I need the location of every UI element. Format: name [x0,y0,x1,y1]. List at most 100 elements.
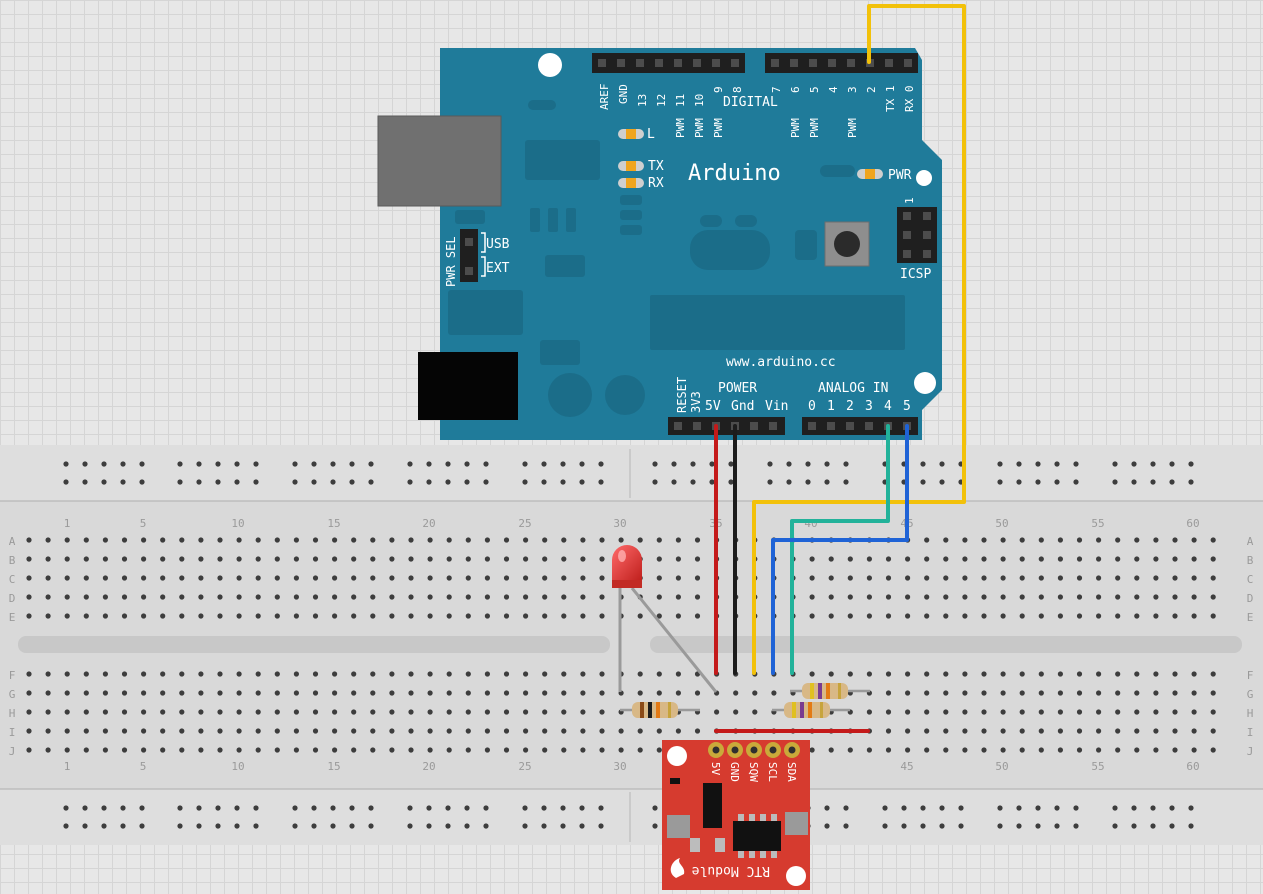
breadboard-hole[interactable] [1191,537,1197,543]
breadboard-hole[interactable] [1172,594,1178,600]
breadboard-hole[interactable] [141,747,147,753]
breadboard-hole[interactable] [293,728,299,734]
breadboard-hole[interactable] [45,747,51,753]
breadboard-hole[interactable] [1115,747,1121,753]
breadboard-hole[interactable] [102,537,108,543]
breadboard-hole[interactable] [561,537,567,543]
breadboard-hole[interactable] [885,728,892,734]
breadboard-hole[interactable] [920,479,926,485]
breadboard-hole[interactable] [426,461,432,467]
breadboard-hole[interactable] [981,594,987,600]
breadboard-hole[interactable] [408,575,414,581]
breadboard-hole[interactable] [26,690,32,696]
breadboard-hole[interactable] [1096,671,1102,677]
breadboard-hole[interactable] [121,575,128,581]
breadboard-hole[interactable] [1000,575,1006,581]
breadboard-hole[interactable] [464,479,470,485]
breadboard-hole[interactable] [656,747,662,753]
breadboard-hole[interactable] [866,594,873,600]
breadboard-hole[interactable] [1019,728,1025,734]
breadboard-hole[interactable] [26,728,32,734]
breadboard-hole[interactable] [1038,671,1044,677]
breadboard-hole[interactable] [1172,709,1178,715]
breadboard-hole[interactable] [370,556,376,562]
breadboard-hole[interactable] [1076,575,1083,581]
breadboard-hole[interactable] [407,823,413,829]
breadboard-hole[interactable] [1115,671,1121,677]
breadboard-hole[interactable] [1054,461,1060,467]
breadboard-hole[interactable] [446,690,452,696]
breadboard-hole[interactable] [656,537,662,543]
breadboard-hole[interactable] [370,594,376,600]
breadboard-hole[interactable] [675,594,682,600]
breadboard-hole[interactable] [522,461,528,467]
breadboard-hole[interactable] [102,556,108,562]
header-pin[interactable] [828,59,836,67]
breadboard-hole[interactable] [330,461,336,467]
breadboard-hole[interactable] [83,594,89,600]
breadboard-hole[interactable] [847,671,853,677]
breadboard-hole[interactable] [1019,537,1025,543]
breadboard-hole[interactable] [255,613,261,619]
breadboard-hole[interactable] [64,537,70,543]
breadboard-hole[interactable] [121,613,128,619]
breadboard-hole[interactable] [408,556,414,562]
breadboard-hole[interactable] [981,747,987,753]
breadboard-hole[interactable] [160,671,166,677]
breadboard-hole[interactable] [274,537,280,543]
breadboard-hole[interactable] [503,594,510,600]
breadboard-hole[interactable] [351,747,357,753]
breadboard-hole[interactable] [255,556,261,562]
breadboard-hole[interactable] [236,575,242,581]
breadboard-hole[interactable] [26,613,32,619]
breadboard-hole[interactable] [1000,594,1006,600]
breadboard-hole[interactable] [694,690,701,696]
breadboard-hole[interactable] [464,461,470,467]
breadboard-hole[interactable] [599,575,605,581]
breadboard-hole[interactable] [1134,594,1140,600]
breadboard-hole[interactable] [1172,537,1178,543]
breadboard-hole[interactable] [312,613,319,619]
header-pin[interactable] [809,59,817,67]
breadboard-hole[interactable] [809,671,815,677]
breadboard-hole[interactable] [217,728,223,734]
breadboard-hole[interactable] [656,690,662,696]
breadboard-hole[interactable] [943,728,949,734]
breadboard-hole[interactable] [1073,823,1079,829]
breadboard-hole[interactable] [63,461,69,467]
breadboard-hole[interactable] [656,671,662,677]
header-pin[interactable] [885,59,893,67]
breadboard-hole[interactable] [292,461,298,467]
breadboard-hole[interactable] [274,747,280,753]
breadboard-hole[interactable] [179,709,185,715]
breadboard-hole[interactable] [580,575,586,581]
header-pin[interactable] [903,212,911,220]
breadboard-hole[interactable] [1000,728,1006,734]
breadboard-hole[interactable] [714,709,720,715]
breadboard-hole[interactable] [962,556,968,562]
breadboard-hole[interactable] [675,613,682,619]
breadboard-hole[interactable] [311,823,317,829]
breadboard-hole[interactable] [580,747,586,753]
breadboard-hole[interactable] [312,537,319,543]
resistor-r3[interactable] [772,702,850,718]
breadboard-hole[interactable] [503,690,510,696]
breadboard-hole[interactable] [332,556,338,562]
breadboard-hole[interactable] [522,479,528,485]
breadboard-hole[interactable] [160,594,166,600]
breadboard-hole[interactable] [652,823,658,829]
breadboard-hole[interactable] [389,690,395,696]
breadboard-hole[interactable] [981,671,987,677]
header-pin[interactable] [465,267,473,275]
breadboard-hole[interactable] [885,613,892,619]
breadboard-hole[interactable] [349,461,355,467]
breadboard-hole[interactable] [1191,747,1197,753]
breadboard-hole[interactable] [198,537,204,543]
breadboard-hole[interactable] [102,613,108,619]
breadboard-hole[interactable] [63,479,69,485]
breadboard-hole[interactable] [1169,461,1175,467]
breadboard-hole[interactable] [255,537,261,543]
breadboard-hole[interactable] [255,671,261,677]
breadboard-hole[interactable] [939,461,945,467]
breadboard-hole[interactable] [905,594,911,600]
